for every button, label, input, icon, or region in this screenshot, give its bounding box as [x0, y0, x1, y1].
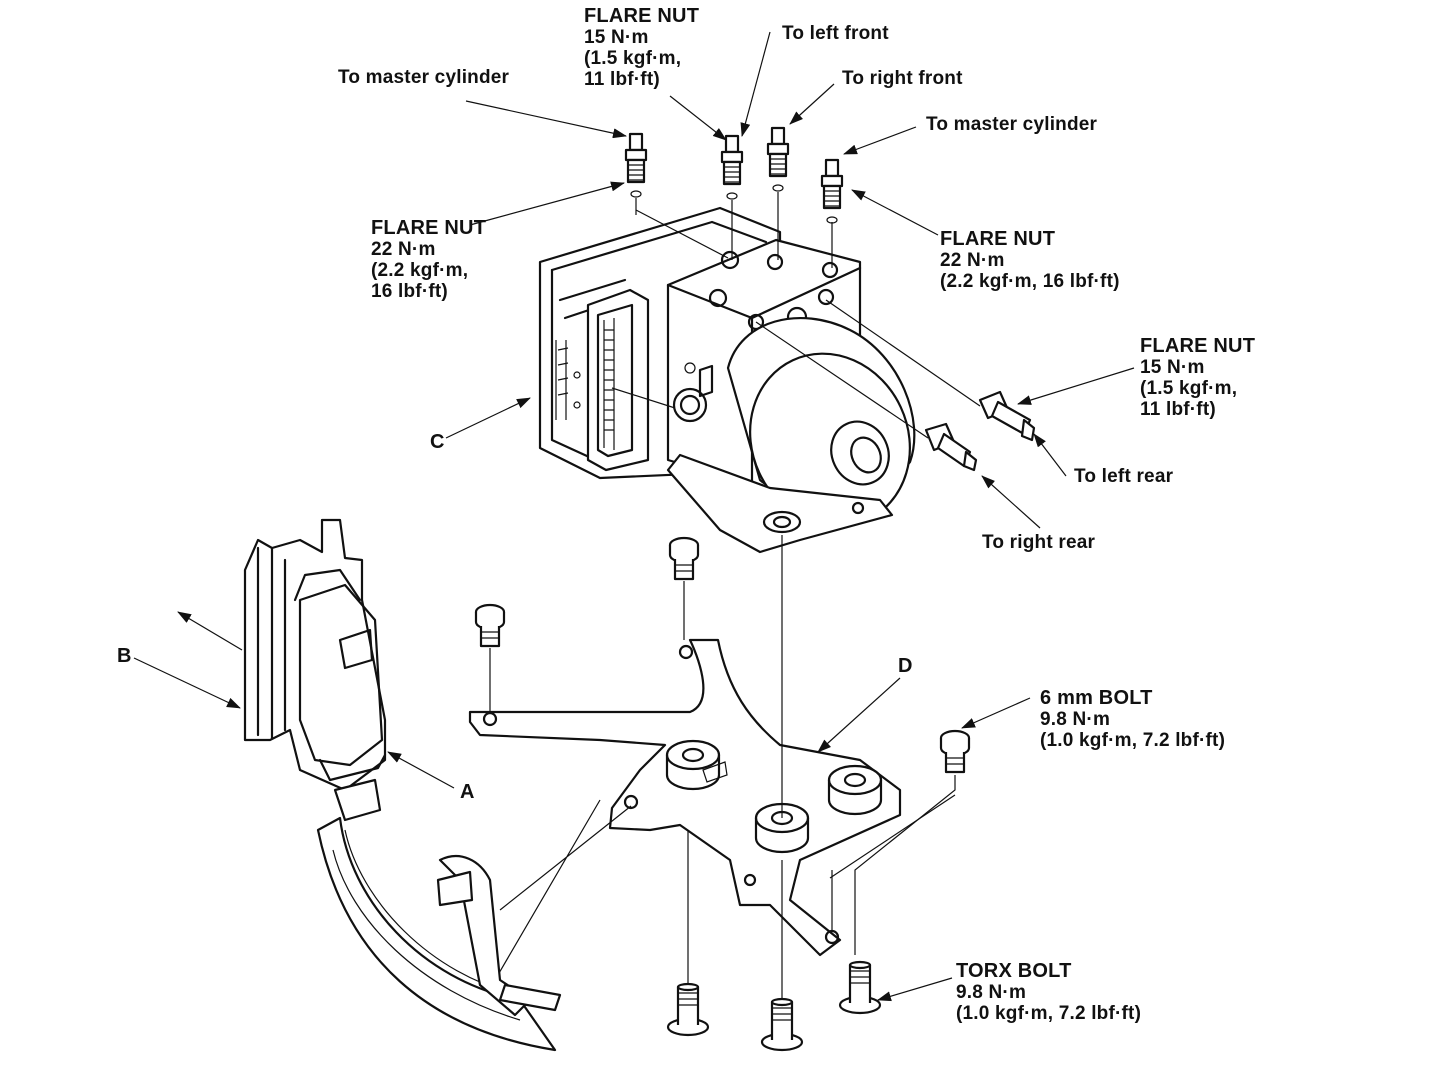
flare-nut-title: FLARE NUT: [1140, 335, 1256, 357]
label-to-master-cylinder-right: To master cylinder: [926, 114, 1098, 135]
flare-nut-title: FLARE NUT: [584, 5, 700, 27]
torx-bolt-mid: [760, 997, 804, 1052]
label-to-right-rear: To right rear: [982, 532, 1096, 553]
flare-nut-title: FLARE NUT: [940, 228, 1056, 250]
flare-nut-left-front: [720, 134, 744, 201]
label-flare-nut-top: FLARE NUT 15 N·m (1.5 kgf·m, 11 lbf·ft): [584, 5, 700, 91]
torx-bolt-right: [838, 960, 882, 1015]
torx-bolt-torque: 9.8 N·m: [956, 982, 1027, 1003]
label-torx-bolt: TORX BOLT 9.8 N·m (1.0 kgf·m, 7.2 lbf·ft…: [956, 960, 1142, 1025]
flare-nut-torque: 22 N·m: [371, 239, 436, 260]
bolt-kgf: (1.0 kgf·m, 7.2 lbf·ft): [1040, 730, 1226, 751]
flare-nut-kgf: (1.5 kgf·m,: [584, 48, 682, 69]
flare-nut-lbf: 11 lbf·ft): [584, 69, 660, 90]
bracket: [468, 638, 902, 957]
flare-nut-lbf: 16 lbf·ft): [371, 281, 448, 302]
bolt-6mm: [939, 729, 971, 774]
harness-connector: [243, 518, 387, 792]
label-to-left-front: To left front: [782, 23, 889, 44]
flare-nut-master-left: [624, 132, 648, 199]
label-to-master-cylinder-left: To master cylinder: [338, 67, 510, 88]
bolt-title: 6 mm BOLT: [1040, 687, 1153, 709]
flare-nut-torque: 15 N·m: [1140, 357, 1205, 378]
flare-nut-right-front: [766, 126, 790, 193]
label-flare-nut-right: FLARE NUT 22 N·m (2.2 kgf·m, 16 lbf·ft): [940, 228, 1120, 293]
abs-modulator-unit: [538, 206, 916, 554]
flare-nut-torque: 15 N·m: [584, 27, 649, 48]
callout-b: B: [117, 645, 132, 667]
flare-nut-right-rear: [924, 422, 978, 472]
torx-bolt-kgf: (1.0 kgf·m, 7.2 lbf·ft): [956, 1003, 1142, 1024]
flare-nut-master-right: [820, 158, 844, 225]
torx-bolt-title: TORX BOLT: [956, 960, 1072, 982]
label-to-left-rear: To left rear: [1074, 466, 1174, 487]
flare-nut-lbf: 11 lbf·ft): [1140, 399, 1216, 420]
leader-arrows: [133, 31, 1135, 1002]
callout-c: C: [430, 431, 445, 453]
bolt-torque: 9.8 N·m: [1040, 709, 1111, 730]
label-flare-nut-left: FLARE NUT 22 N·m (2.2 kgf·m, 16 lbf·ft): [371, 217, 487, 303]
label-to-right-front: To right front: [842, 68, 963, 89]
flare-nut-kgf: (2.2 kgf·m,: [371, 260, 469, 281]
flare-nut-left-rear: [978, 390, 1036, 442]
bolt-upper-mid: [668, 536, 700, 581]
flare-nut-torque: 22 N·m: [940, 250, 1005, 271]
flare-nut-title: FLARE NUT: [371, 217, 487, 239]
label-6mm-bolt: 6 mm BOLT 9.8 N·m (1.0 kgf·m, 7.2 lbf·ft…: [1040, 687, 1226, 752]
callout-a: A: [460, 781, 475, 803]
flare-nut-kgf: (1.5 kgf·m,: [1140, 378, 1238, 399]
torx-bolt-left: [666, 982, 710, 1037]
bolt-upper-left: [474, 603, 506, 648]
callout-d: D: [898, 655, 913, 677]
wire-harness: [316, 778, 562, 1052]
label-flare-nut-rear: FLARE NUT 15 N·m (1.5 kgf·m, 11 lbf·ft): [1140, 335, 1256, 421]
flare-nut-kgf: (2.2 kgf·m, 16 lbf·ft): [940, 271, 1120, 292]
